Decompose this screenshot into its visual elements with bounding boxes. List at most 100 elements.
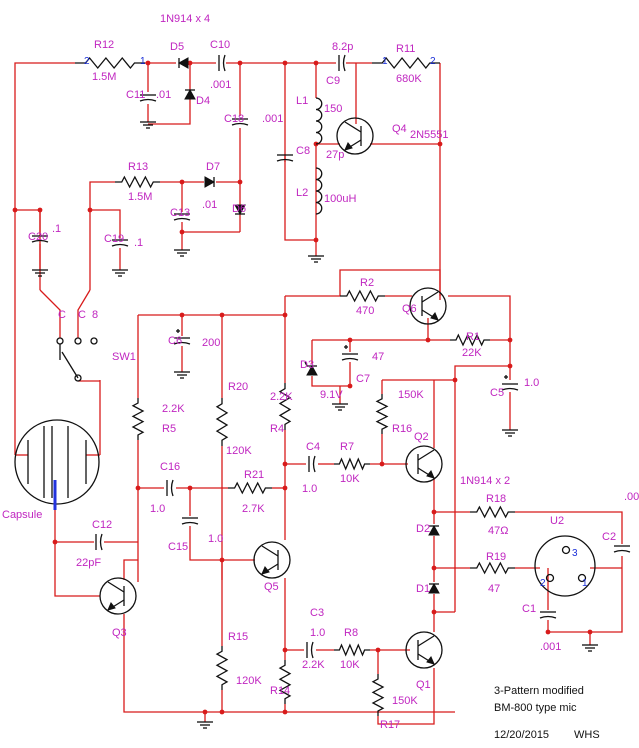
capacitor-plate: [222, 54, 226, 72]
label-r13v: 1.5M: [128, 191, 152, 203]
resistor-symbol: [450, 333, 490, 347]
switch-contact: [74, 337, 82, 345]
label-q3: Q3: [112, 627, 127, 639]
transistor-arrow: [261, 566, 270, 575]
capacitor-plate: [312, 455, 316, 473]
label-d5: D5: [170, 41, 184, 53]
resistor-symbol: [215, 398, 229, 446]
resistor-symbol: [75, 56, 145, 70]
junction-dot: [179, 229, 185, 235]
label-note2: BM-800 type mic: [494, 702, 577, 714]
label-q1: Q1: [416, 679, 431, 691]
label-c19: C19: [104, 233, 124, 245]
transistor-symbol: [253, 541, 291, 579]
label-c11v: .01: [156, 89, 171, 101]
wire: [54, 485, 94, 543]
label-c4v: 1.0: [302, 483, 317, 495]
wire: [448, 295, 511, 340]
capacitor-plate: [173, 341, 191, 345]
junction-dot: [202, 709, 208, 715]
label-q4: Q4: [392, 123, 407, 135]
diode-symbol: [234, 204, 246, 216]
junction-dot: [179, 312, 185, 318]
label-c16: C16: [160, 461, 180, 473]
label-r8v: 10K: [340, 659, 360, 671]
junction-dot: [313, 237, 319, 243]
label-c15: C15: [168, 541, 188, 553]
transistor-symbol: [405, 445, 443, 483]
label-author: WHS: [574, 729, 600, 741]
pin-u2p2: 2: [540, 578, 546, 589]
label-sw1: SW1: [112, 351, 136, 363]
diode-symbol: [306, 364, 318, 376]
label-d1: D1: [416, 583, 430, 595]
label-r11: R11: [396, 43, 415, 55]
label-r13: R13: [128, 161, 148, 173]
label-q6: Q6: [402, 303, 417, 315]
resistor-symbol: [375, 394, 389, 434]
junction-dot: [587, 629, 593, 635]
wire: [547, 620, 591, 645]
wire: [148, 63, 191, 125]
label-r8: R8: [344, 627, 358, 639]
label-q5: Q5: [264, 581, 279, 593]
diode-symbol: [184, 88, 196, 100]
label-q2: Q2: [414, 431, 429, 443]
label-c19v: .1: [134, 237, 143, 249]
label-c8: C8: [296, 145, 310, 157]
label-r17v: 150K: [392, 695, 418, 707]
transistor-arrow: [430, 312, 439, 321]
junction-dot: [52, 539, 58, 545]
capacitor-plate: [613, 549, 631, 553]
transistor-arrow: [426, 656, 435, 665]
transistor-collector: [344, 121, 362, 133]
label-c20: C20: [28, 231, 48, 243]
resistor-symbol: [115, 175, 160, 189]
junction-dot: [12, 207, 18, 213]
capacitor-plate: [501, 387, 519, 391]
label-sw-c2: C: [78, 309, 86, 321]
capacitor-plate: [31, 239, 49, 243]
junction-dot: [452, 377, 458, 383]
resistor-symbol: [340, 289, 385, 303]
transistor-arrow: [426, 470, 435, 479]
junction-dot: [375, 647, 381, 653]
junction-dot: [282, 60, 288, 66]
capacitor-plate: [276, 158, 294, 162]
xlr-connector: [534, 535, 596, 597]
label-capsule: Capsule: [2, 509, 42, 521]
diode-symbol: [204, 176, 216, 188]
label-c8v: 27p: [326, 149, 344, 161]
label-l2: L2: [296, 187, 308, 199]
junction-dot: [313, 60, 319, 66]
label-c9: C9: [326, 75, 340, 87]
junction-dot: [219, 709, 225, 715]
junction-dot: [282, 709, 288, 715]
label-c2v: .001: [624, 491, 639, 503]
label-c2: C2: [602, 531, 616, 543]
label-r1: R1: [466, 331, 480, 343]
label-c6v: 200: [202, 337, 220, 349]
transistor-symbol: [409, 287, 447, 325]
label-r4v: 2.2K: [270, 391, 293, 403]
junction-dot: [507, 363, 513, 369]
switch-lever: [61, 351, 79, 379]
capacitor-plate: [231, 122, 249, 126]
capacitor-plate: [539, 615, 557, 619]
label-c9v: 8.2p: [332, 41, 353, 53]
label-l1: L1: [296, 95, 308, 107]
junction-dot: [437, 141, 443, 147]
label-c7v: 47: [372, 351, 384, 363]
wire: [89, 181, 115, 290]
diode-symbol: [428, 524, 440, 536]
wire: [339, 269, 441, 296]
label-c13v: .01: [202, 199, 217, 211]
capacitor-plate: [310, 641, 314, 659]
label-sw-8: 8: [92, 309, 98, 321]
label-c11: C11: [126, 89, 145, 101]
wire: [454, 365, 510, 612]
label-r14: R14: [270, 685, 290, 697]
capacitor-plate: [111, 243, 129, 247]
label-r16: R16: [392, 423, 412, 435]
transistor-symbol: [405, 631, 443, 669]
